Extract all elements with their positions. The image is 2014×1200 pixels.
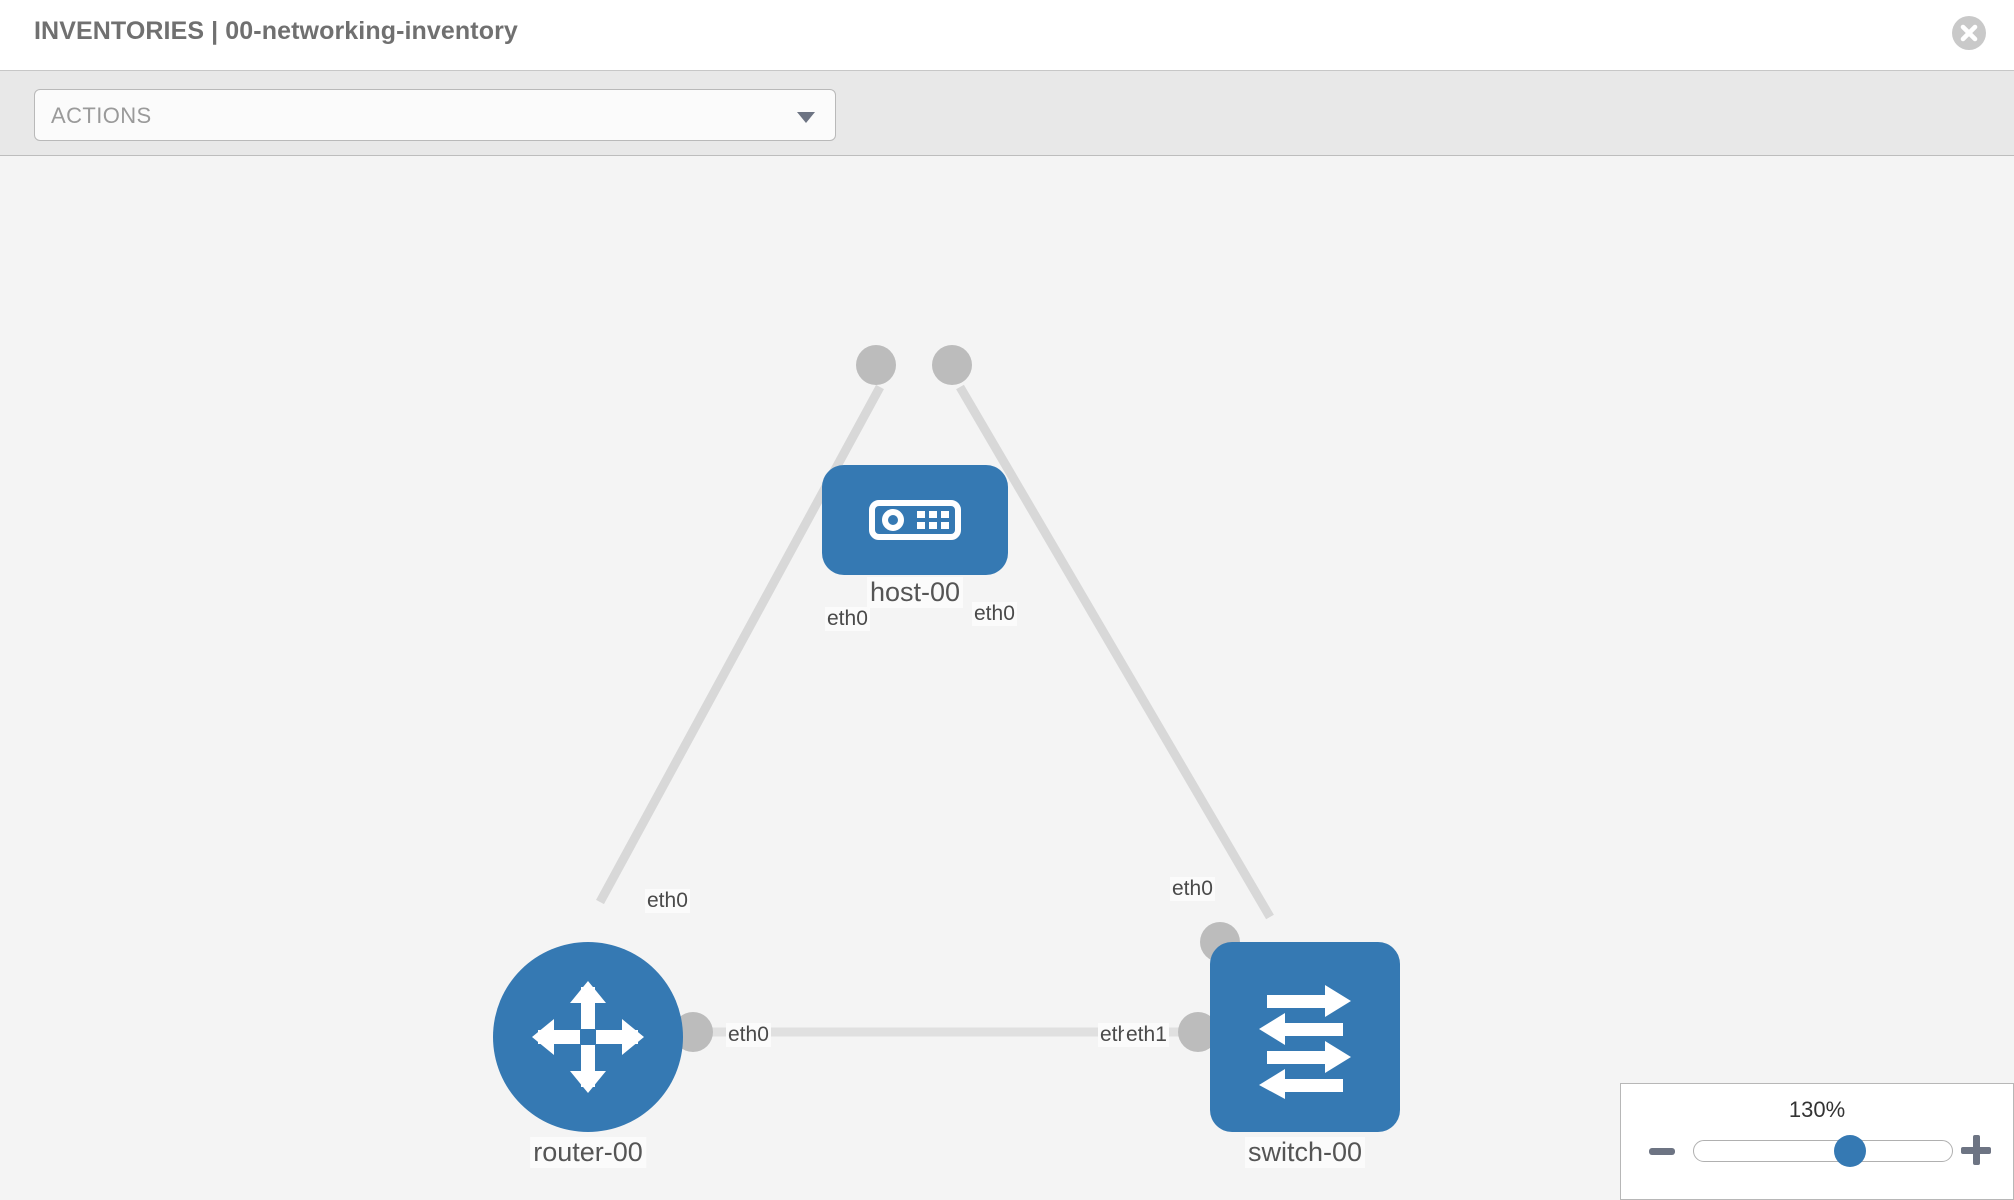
router-arrows-icon <box>532 981 644 1093</box>
toolbar: ACTIONS SEARCH <box>0 70 2014 211</box>
link-label: eth0 <box>825 607 870 631</box>
topology-links <box>596 384 1274 1037</box>
chevron-down-icon <box>797 112 815 123</box>
actions-dropdown-label: ACTIONS <box>51 103 152 128</box>
switch-arrows-icon <box>1259 985 1351 1099</box>
page-header: INVENTORIES | 00-networking-inventory <box>0 0 2014 70</box>
link-label: eth0 <box>972 602 1017 626</box>
link-label: eth0 <box>1170 877 1215 901</box>
server-icon <box>869 500 961 540</box>
zoom-slider-track[interactable] <box>1693 1135 1953 1167</box>
actions-dropdown[interactable]: ACTIONS <box>34 89 836 141</box>
zoom-level-value: 130% <box>1788 1097 1846 1122</box>
link-label: eth0 <box>645 889 690 913</box>
minus-icon[interactable] <box>1649 1148 1675 1155</box>
link-label: eth0 <box>726 1023 771 1047</box>
node-router-00[interactable]: router-00 <box>493 942 683 1168</box>
close-icon[interactable] <box>1952 16 1986 50</box>
zoom-slider-thumb[interactable] <box>1834 1135 1866 1167</box>
link-label: eth1 <box>1124 1023 1169 1047</box>
node-host-00[interactable]: host-00 <box>822 465 1008 608</box>
iface-dot-host-left <box>856 345 896 385</box>
iface-dot-host-right <box>932 345 972 385</box>
plus-icon[interactable] <box>1961 1135 1991 1165</box>
node-label: switch-00 <box>1244 1137 1366 1168</box>
topology-canvas[interactable]: host-00 router-00 <box>0 157 2014 1200</box>
node-label: host-00 <box>866 577 964 608</box>
zoom-control-panel: 130% <box>1620 1083 2014 1200</box>
page-title: INVENTORIES | 00-networking-inventory <box>34 17 518 45</box>
node-label: router-00 <box>530 1137 646 1168</box>
node-switch-00[interactable]: switch-00 <box>1210 942 1400 1168</box>
